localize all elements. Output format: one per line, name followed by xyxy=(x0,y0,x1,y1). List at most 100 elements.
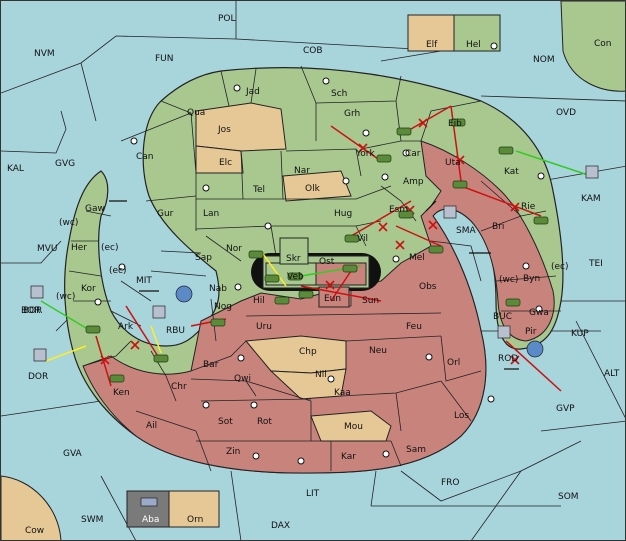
svg-text:RBU: RBU xyxy=(166,326,185,336)
svg-text:Skr: Skr xyxy=(286,254,301,264)
svg-text:Byn: Byn xyxy=(523,274,540,284)
svg-text:Kor: Kor xyxy=(81,284,96,294)
svg-text:Can: Can xyxy=(136,152,154,162)
svg-text:Amp: Amp xyxy=(403,177,424,187)
svg-text:Hug: Hug xyxy=(334,209,352,219)
sea-bor: BOR xyxy=(23,306,42,316)
failure-marks xyxy=(100,118,520,365)
svg-text:SMA: SMA xyxy=(456,226,476,236)
sea-kal: KAL xyxy=(7,164,24,174)
svg-text:Chp: Chp xyxy=(299,347,317,357)
province-aba[interactable] xyxy=(126,490,170,528)
svg-text:Gur: Gur xyxy=(157,209,174,219)
svg-text:Elf: Elf xyxy=(426,40,438,50)
svg-text:Elc: Elc xyxy=(219,158,232,168)
sea-tei: TEI xyxy=(588,259,603,269)
svg-text:Con: Con xyxy=(594,39,612,49)
svg-text:Obs: Obs xyxy=(419,282,437,292)
sea-labels: POL NVM FUN COB NOM OVD KAL GVG MVU BOR … xyxy=(7,14,620,531)
svg-text:Nab: Nab xyxy=(209,284,227,294)
svg-text:Gwa: Gwa xyxy=(529,308,549,318)
svg-text:Grh: Grh xyxy=(344,109,360,119)
svg-text:Neu: Neu xyxy=(369,346,387,356)
province-olk[interactable] xyxy=(282,170,352,202)
province-borders xyxy=(68,65,561,472)
sea-mvu: MVU xyxy=(37,244,58,254)
svg-text:Mel: Mel xyxy=(409,253,425,263)
svg-text:Ken: Ken xyxy=(113,388,130,398)
province-elf[interactable] xyxy=(407,14,455,52)
svg-text:Kaa: Kaa xyxy=(334,388,351,398)
svg-text:(ec): (ec) xyxy=(551,262,569,272)
svg-text:BUC: BUC xyxy=(493,312,512,322)
sea-nvm: NVM xyxy=(34,49,55,59)
svg-text:Hel: Hel xyxy=(466,40,481,50)
svg-text:Kat: Kat xyxy=(504,167,519,177)
svg-text:Uta: Uta xyxy=(445,158,461,168)
svg-text:Feu: Feu xyxy=(406,322,422,332)
province-skr[interactable] xyxy=(279,237,309,265)
svg-text:Sap: Sap xyxy=(195,253,212,263)
svg-text:BOR: BOR xyxy=(21,306,40,316)
svg-text:Mou: Mou xyxy=(344,422,363,432)
svg-text:Car: Car xyxy=(405,149,421,159)
svg-text:Pir: Pir xyxy=(525,327,537,337)
svg-text:Aba: Aba xyxy=(142,515,159,525)
svg-text:Uru: Uru xyxy=(256,322,272,332)
svg-text:Her: Her xyxy=(71,243,87,253)
svg-text:Nog: Nog xyxy=(214,302,232,312)
svg-text:(ec): (ec) xyxy=(109,266,127,276)
svg-text:Nil: Nil xyxy=(315,370,327,380)
svg-text:Zin: Zin xyxy=(226,447,240,457)
sea-nom: NOM xyxy=(533,55,555,65)
svg-text:Gaw: Gaw xyxy=(85,204,105,214)
province-labels: Jad Sch Qua Can Grh Eib Car Kat Gaw Gur … xyxy=(71,87,549,462)
svg-text:(ec): (ec) xyxy=(101,243,119,253)
svg-text:Los: Los xyxy=(454,411,469,421)
svg-text:Orl: Orl xyxy=(447,358,460,368)
province-mou[interactable] xyxy=(310,410,392,442)
sea-dax: DAX xyxy=(271,521,290,531)
svg-text:Eib: Eib xyxy=(448,119,462,129)
svg-text:Veb: Veb xyxy=(287,272,304,282)
sea-mit: MIT xyxy=(136,276,152,286)
supply-centers xyxy=(94,42,545,465)
sea-cob: COB xyxy=(303,46,323,56)
svg-text:Lan: Lan xyxy=(203,209,219,219)
svg-text:Nor: Nor xyxy=(226,244,242,254)
svg-text:Esm: Esm xyxy=(389,205,408,215)
svg-text:(wc): (wc) xyxy=(56,292,75,302)
sea-swm: SWM xyxy=(81,515,103,525)
svg-text:Qua: Qua xyxy=(187,108,205,118)
home-labels: KAM DOR BOR RBU BUC ROD SMA xyxy=(21,194,601,382)
province-con[interactable] xyxy=(560,1,625,92)
army-units xyxy=(85,118,549,383)
svg-text:Ark: Ark xyxy=(118,322,134,332)
province-nil[interactable] xyxy=(269,368,347,400)
svg-text:Rot: Rot xyxy=(257,417,272,427)
svg-text:Ost: Ost xyxy=(319,257,335,267)
svg-text:Olk: Olk xyxy=(305,184,321,194)
svg-text:Eun: Eun xyxy=(324,294,341,304)
svg-text:York: York xyxy=(355,149,376,159)
svg-text:Vil: Vil xyxy=(357,234,368,244)
svg-text:DOR: DOR xyxy=(28,372,48,382)
coast-labels: (wc) (ec) (ec) (wc) (wc) (ec) xyxy=(56,218,569,302)
sea-gva: GVA xyxy=(63,449,83,459)
sea-alt: ALT xyxy=(604,369,620,379)
sea-gvp: GVP xyxy=(556,404,575,414)
province-jos[interactable] xyxy=(195,102,287,152)
sea-kup: KUP xyxy=(571,329,589,339)
sea-ovd: OVD xyxy=(556,108,576,118)
corner-labels: Con Elf Hel Cow Aba Orn xyxy=(25,39,612,536)
province-elc[interactable] xyxy=(195,145,244,174)
province-cow[interactable] xyxy=(1,475,62,540)
svg-text:Nar: Nar xyxy=(294,166,310,176)
sea-fun: FUN xyxy=(155,54,174,64)
sea-fro: FRO xyxy=(441,478,460,488)
province-orn[interactable] xyxy=(168,490,220,528)
svg-text:Chr: Chr xyxy=(171,382,187,392)
